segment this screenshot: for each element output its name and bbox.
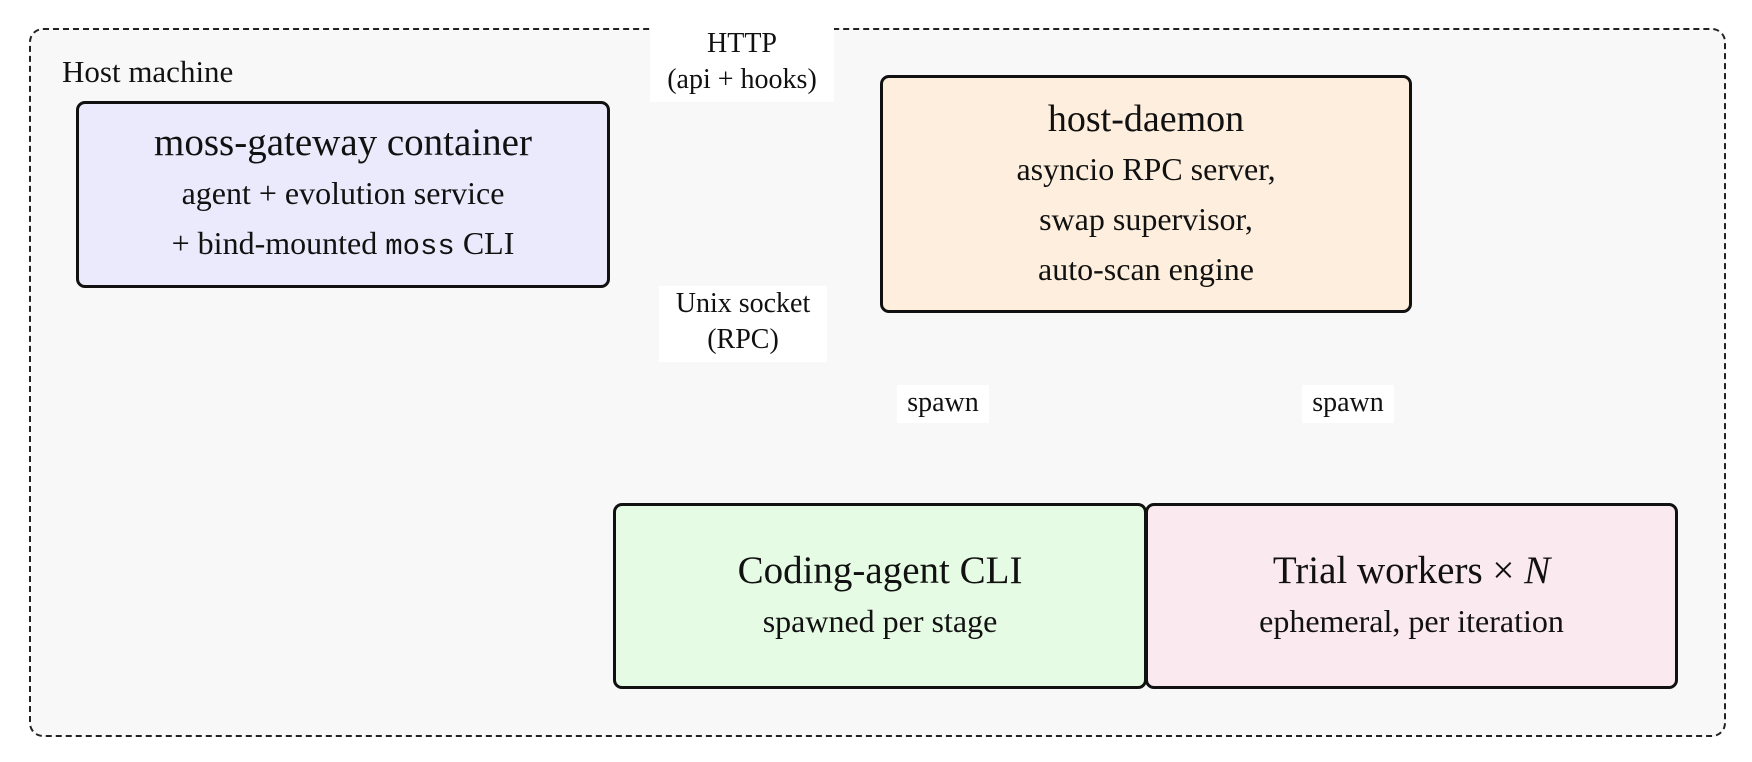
host-machine-label: Host machine xyxy=(62,54,234,89)
host-daemon-node: host-daemon asyncio RPC server, swap sup… xyxy=(880,75,1412,313)
gateway-line-2-suffix: CLI xyxy=(454,224,515,261)
gateway-cli-code: moss xyxy=(385,229,455,263)
http-label-line-2: (api + hooks) xyxy=(667,64,817,95)
coding-agent-cli-node: Coding-agent CLI spawned per stage xyxy=(613,503,1147,689)
gateway-line-1: agent + evolution service xyxy=(181,174,505,211)
gateway-line-2-prefix: + bind-mounted xyxy=(171,224,386,261)
daemon-line-2: swap supervisor, xyxy=(1039,201,1253,237)
http-label-line-1: HTTP xyxy=(707,28,777,59)
http-edge-label: HTTP (api + hooks) xyxy=(650,26,834,102)
trial-line-1: ephemeral, per iteration xyxy=(1259,603,1564,639)
spawn-right-edge-label: spawn xyxy=(1302,385,1394,423)
unix-socket-edge-label: Unix socket (RPC) xyxy=(659,286,827,362)
spawn-left-edge-label: spawn xyxy=(897,385,989,423)
unix-label-line-2: (RPC) xyxy=(707,324,779,355)
daemon-title: host-daemon xyxy=(1047,98,1245,140)
coding-line-1: spawned per stage xyxy=(762,603,998,639)
trial-title-prefix: Trial workers × xyxy=(1272,549,1525,592)
coding-title: Coding-agent CLI xyxy=(737,549,1023,592)
gateway-title: moss-gateway container xyxy=(154,120,532,164)
daemon-line-1: asyncio RPC server, xyxy=(1016,151,1276,187)
gateway-line-2: + bind-mounted moss CLI xyxy=(172,218,515,272)
trial-count-variable: N xyxy=(1524,549,1551,592)
unix-label-line-1: Unix socket xyxy=(675,288,811,319)
daemon-line-3: auto-scan engine xyxy=(1038,251,1254,287)
gateway-container-node: moss-gateway container agent + evolution… xyxy=(76,101,610,288)
trial-workers-node: Trial workers × N ephemeral, per iterati… xyxy=(1145,503,1678,689)
trial-title: Trial workers × N xyxy=(1273,546,1550,596)
